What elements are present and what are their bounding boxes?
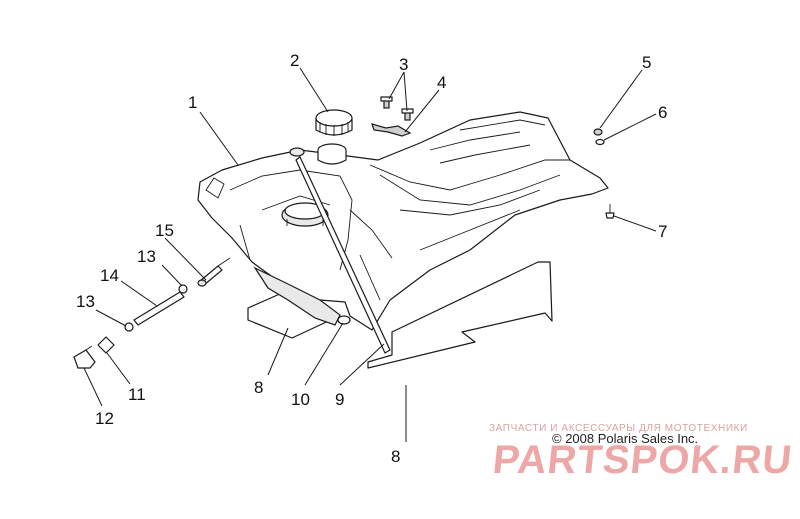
callout-1: 1 [188,93,197,112]
callout-13a: 13 [137,247,156,266]
watermark-tagline: ЗАПЧАСТИ И АКСЕССУАРЫ ДЛЯ МОТОТЕХНИКИ [489,423,748,434]
callout-2: 2 [290,51,299,70]
callout-8a: 8 [254,378,263,397]
callout-13b: 13 [76,292,95,311]
callout-15: 15 [155,221,174,240]
bracket [371,123,412,137]
tank-fitting [197,257,231,287]
petcock-valve [73,345,96,369]
filler-neck [281,202,329,227]
copyright-notice: © 2008 Polaris Sales Inc. [552,431,699,446]
fuel-gauge-neck [289,143,347,165]
tank-strap [295,156,391,354]
rear-fasteners [593,128,615,219]
leader-lines [83,67,657,442]
callout-8b: 8 [391,447,400,466]
hose-elbow [97,336,115,354]
tank-pad-left [247,292,336,339]
drain-plug [337,315,351,325]
callout-5: 5 [642,53,651,72]
callout-4: 4 [437,73,446,92]
callout-10: 10 [291,390,310,409]
callout-12: 12 [95,409,114,428]
callout-9: 9 [335,390,344,409]
tank-pad-right [367,261,553,369]
callout-14: 14 [100,266,119,285]
callout-11: 11 [128,385,146,404]
fuel-cap [315,109,353,136]
callout-3: 3 [399,55,408,74]
hose-clamps [124,284,188,332]
callout-7: 7 [658,222,667,241]
callout-6: 6 [658,103,667,122]
fuel-hose [133,291,185,326]
screws [380,96,414,121]
